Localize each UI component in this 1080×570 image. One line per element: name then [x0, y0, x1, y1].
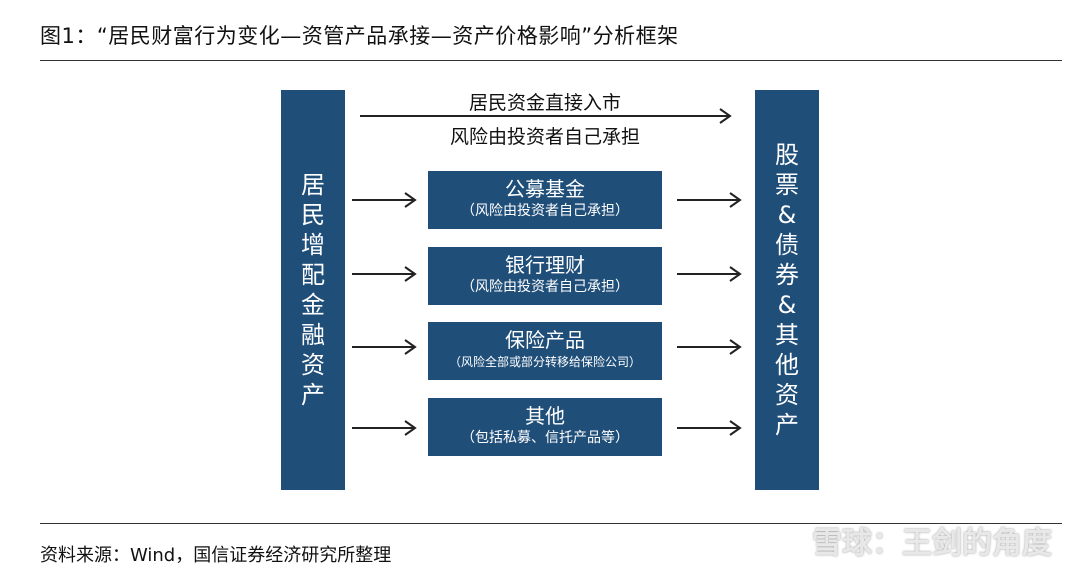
box-subtitle: （风险由投资者自己承担） [461, 279, 629, 295]
in-arrow-2 [352, 339, 417, 355]
box-insurance: 保险产品 （风险全部或部分转移给保险公司） [428, 322, 662, 380]
figure-title: 图1：“居民财富行为变化—资管产品承接—资产价格影响”分析框架 [40, 24, 679, 48]
watermark: 雪球：王剑的角度 [812, 526, 1052, 561]
box-title: 其他 [525, 404, 565, 428]
out-arrow-3 [677, 420, 742, 436]
in-arrow-3 [352, 420, 417, 436]
box-title: 保险产品 [505, 328, 585, 352]
left-column-label: 居民增配金融资产 [301, 171, 325, 409]
right-column-label: 股票&债券&其他资产 [775, 141, 799, 439]
direct-arrow [360, 108, 732, 124]
box-subtitle: （风险全部或部分转移给保险公司） [448, 355, 641, 369]
direct-flow-risk-label: 风险由投资者自己承担 [449, 126, 640, 148]
source-divider [40, 523, 1062, 524]
box-subtitle: （包括私募、信托产品等） [461, 430, 629, 446]
source-note: 资料来源：Wind，国信证券经济研究所整理 [40, 545, 392, 566]
in-arrow-1 [352, 266, 417, 282]
in-arrow-0 [352, 192, 417, 208]
box-public-fund: 公募基金 （风险由投资者自己承担） [428, 171, 662, 229]
box-title: 银行理财 [505, 253, 585, 277]
out-arrow-0 [677, 192, 742, 208]
box-title: 公募基金 [505, 177, 585, 201]
box-subtitle: （风险由投资者自己承担） [461, 203, 629, 219]
out-arrow-1 [677, 266, 742, 282]
left-column-household: 居民增配金融资产 [281, 90, 345, 490]
out-arrow-2 [677, 339, 742, 355]
title-divider [40, 60, 1062, 61]
box-bank-wealth: 银行理财 （风险由投资者自己承担） [428, 247, 662, 305]
box-other: 其他 （包括私募、信托产品等） [428, 398, 662, 456]
direct-flow-label: 居民资金直接入市 [468, 92, 621, 114]
right-column-assets: 股票&债券&其他资产 [755, 90, 819, 490]
